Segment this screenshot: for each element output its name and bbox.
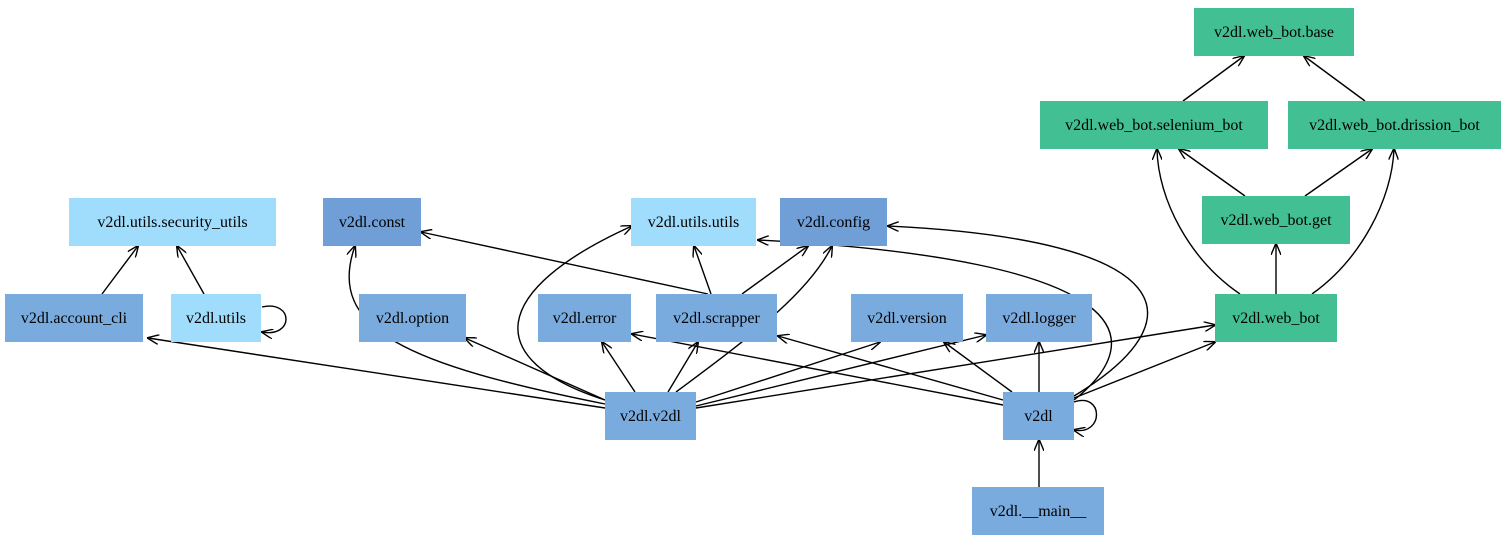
node-label-const: v2dl.const [339, 214, 406, 231]
edge-web-bot-get-to-web-bot-drission-bot [1304, 149, 1372, 197]
node-box-web-bot-selenium-bot [1040, 101, 1268, 149]
nodes-layer: v2dl.web_bot.base v2dl.web_bot.selenium_b… [5, 8, 1501, 535]
node-label-scrapper: v2dl.scrapper [673, 310, 760, 327]
node-web-bot-drission-bot[interactable]: v2dl.web_bot.drission_bot [1288, 101, 1501, 149]
node-web-bot[interactable]: v2dl.web_bot [1215, 294, 1337, 342]
edge-v2dl-v2dl-to-logger [695, 335, 986, 407]
node-version[interactable]: v2dl.version [851, 294, 963, 342]
edge-v2dl-v2dl-to-utils-utils [517, 226, 632, 401]
edge-scrapper-to-config [741, 246, 808, 295]
node-box-web-bot-get [1202, 196, 1350, 244]
node-label-web-bot-get: v2dl.web_bot.get [1220, 212, 1332, 229]
edge-scrapper-to-utils-utils [694, 246, 712, 295]
node-box-web-bot [1215, 294, 1337, 342]
node-box-option [359, 294, 466, 342]
edge-web-bot-to-web-bot-selenium-bot [1157, 149, 1241, 295]
node-web-bot-selenium-bot[interactable]: v2dl.web_bot.selenium_bot [1040, 101, 1268, 149]
edge-web-bot-to-web-bot-drission-bot [1311, 149, 1394, 295]
edge-web-bot-drission-bot-to-web-bot-base [1304, 56, 1366, 102]
node-utils[interactable]: v2dl.utils [171, 294, 261, 342]
node-label-v2dl-v2dl: v2dl.v2dl [620, 408, 681, 425]
node-label-utils-utils: v2dl.utils.utils [648, 214, 740, 231]
node-option[interactable]: v2dl.option [359, 294, 466, 342]
edge-v2dl-to-config [888, 226, 1148, 397]
node-label-main: v2dl.__main__ [990, 503, 1087, 520]
node-box-account-cli [5, 294, 143, 342]
node-config[interactable]: v2dl.config [780, 198, 887, 246]
node-utils-security-utils[interactable]: v2dl.utils.security_utils [69, 198, 276, 246]
node-web-bot-base[interactable]: v2dl.web_bot.base [1194, 8, 1354, 56]
node-const[interactable]: v2dl.const [323, 198, 421, 246]
node-box-logger [986, 294, 1092, 342]
node-scrapper[interactable]: v2dl.scrapper [656, 294, 777, 342]
node-box-utils-security-utils [69, 198, 276, 246]
node-label-utils: v2dl.utils [186, 310, 246, 327]
node-box-const [323, 198, 421, 246]
edge-v2dl-to-scrapper [778, 336, 1004, 401]
edge-v2dl-to-version [944, 342, 1013, 393]
edge-account-cli-to-utils-security-utils [101, 246, 138, 295]
node-box-utils [171, 294, 261, 342]
edge-v2dl-v2dl-to-web-bot [695, 325, 1215, 409]
node-account-cli[interactable]: v2dl.account_cli [5, 294, 143, 342]
edge-v2dl-v2dl-to-option [465, 338, 606, 401]
node-label-account-cli: v2dl.account_cli [21, 310, 128, 327]
edge-v2dl-v2dl-to-version [695, 342, 880, 403]
node-label-v2dl: v2dl [1024, 408, 1053, 425]
edge-v2dl-to-web-bot [1073, 342, 1215, 399]
edge-v2dl-to-v2dl [1074, 399, 1098, 431]
node-label-logger: v2dl.logger [1002, 310, 1076, 327]
edge-v2dl-v2dl-to-account-cli [148, 338, 606, 409]
edge-web-bot-selenium-bot-to-web-bot-base [1182, 56, 1244, 102]
node-logger[interactable]: v2dl.logger [986, 294, 1092, 342]
edge-v2dl-v2dl-to-scrapper [667, 342, 698, 393]
node-main[interactable]: v2dl.__main__ [972, 487, 1104, 535]
node-utils-utils[interactable]: v2dl.utils.utils [631, 198, 756, 246]
node-box-utils-utils [631, 198, 756, 246]
node-error[interactable]: v2dl.error [538, 294, 631, 342]
node-v2dl-v2dl[interactable]: v2dl.v2dl [605, 392, 696, 440]
edge-utils-to-utils-security-utils [177, 246, 205, 295]
node-label-error: v2dl.error [553, 310, 617, 327]
edge-v2dl-to-error [632, 334, 1004, 406]
edge-utils-to-utils [262, 305, 287, 333]
node-label-web-bot-base: v2dl.web_bot.base [1214, 24, 1334, 41]
node-box-config [780, 198, 887, 246]
edges-layer [101, 56, 1394, 487]
node-label-config: v2dl.config [797, 214, 870, 231]
node-label-web-bot-drission-bot: v2dl.web_bot.drission_bot [1309, 117, 1480, 134]
node-label-option: v2dl.option [376, 310, 449, 327]
node-box-main [972, 487, 1104, 535]
node-box-scrapper [656, 294, 777, 342]
node-box-web-bot-base [1194, 8, 1354, 56]
edge-v2dl-v2dl-to-error [602, 342, 636, 393]
node-label-web-bot-selenium-bot: v2dl.web_bot.selenium_bot [1065, 117, 1243, 134]
node-box-web-bot-drission-bot [1288, 101, 1501, 149]
node-box-version [851, 294, 963, 342]
node-box-error [538, 294, 631, 342]
edge-web-bot-get-to-web-bot-selenium-bot [1179, 149, 1246, 197]
node-v2dl[interactable]: v2dl [1003, 392, 1074, 440]
node-label-version: v2dl.version [867, 310, 947, 327]
edge-v2dl-v2dl-to-config [675, 246, 832, 393]
node-box-v2dl-v2dl [605, 392, 696, 440]
node-label-utils-security-utils: v2dl.utils.security_utils [97, 214, 247, 231]
node-web-bot-get[interactable]: v2dl.web_bot.get [1202, 196, 1350, 244]
node-label-web-bot: v2dl.web_bot [1232, 310, 1320, 327]
node-box-v2dl [1003, 392, 1074, 440]
